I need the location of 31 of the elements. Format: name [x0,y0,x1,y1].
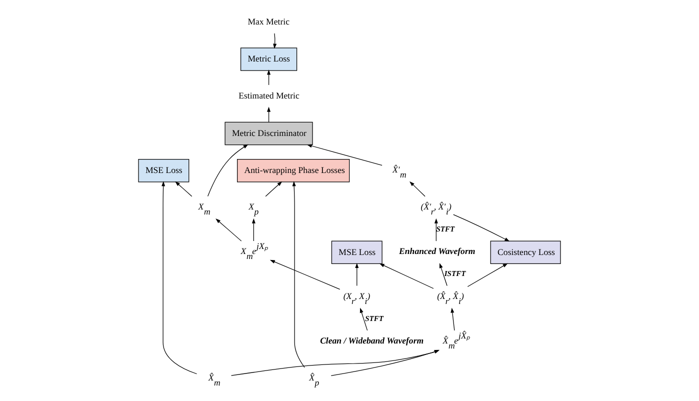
node-box: Metric Loss [240,48,298,71]
arrow [273,33,277,49]
arrow [216,218,242,242]
node-text: Max Metric [248,16,290,26]
arrow [439,263,448,286]
arrow [252,218,256,242]
arrow [175,181,192,197]
arrow [410,181,426,197]
node-box: MSE Loss [138,158,190,182]
arrow [267,70,271,86]
arrow [267,106,271,122]
node-text: Estimated Metric [238,90,300,101]
arrow [355,263,359,286]
arrow [306,144,382,166]
arrow [453,214,510,242]
arrow [265,181,282,197]
node-box: Cosistency Loss [490,240,561,264]
arrow [434,218,438,242]
arrow [450,308,455,331]
node-box: Anti-wrapping Phase Losses [237,158,350,182]
arrow [360,308,368,331]
arrow [292,181,305,368]
node-box: Metric Discriminator [224,122,313,146]
arrow [270,260,340,290]
arrow [467,263,508,287]
node-text: Clean / Wideband Waveform [320,335,424,346]
node-box: MSE Loss [331,240,382,264]
arrow [162,181,198,374]
node-text: Enhanced Waveform [399,246,476,256]
arrow [379,263,434,289]
arrow [207,144,248,197]
